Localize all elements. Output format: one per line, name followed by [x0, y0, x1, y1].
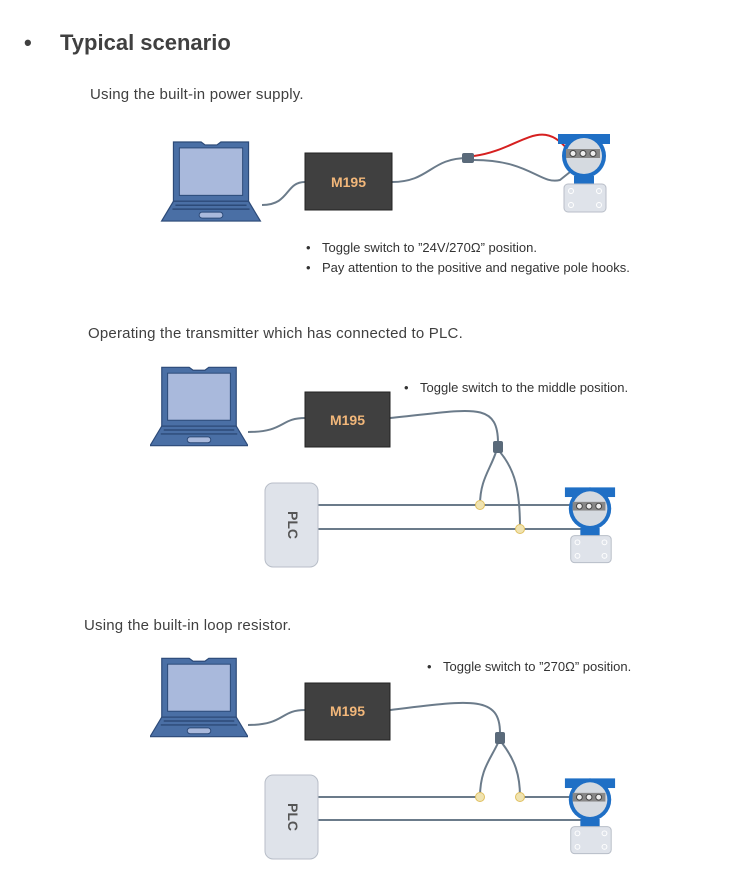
scenario-3-heading: Using the built-in loop resistor. [84, 617, 292, 634]
note-bullet: • [306, 260, 311, 275]
scenario-1-note-2: • Pay attention to the positive and negat… [306, 260, 630, 275]
red-wire [473, 133, 569, 157]
scenario-1-diagram [160, 133, 611, 222]
scenario-2-note-1: • Toggle switch to the middle position. [404, 380, 628, 395]
device-label: M195 [331, 174, 366, 190]
m195-device [304, 152, 393, 211]
lead-b [499, 451, 521, 530]
note-text: Pay attention to the positive and negati… [322, 260, 630, 275]
note-text: Toggle switch to ”24V/270Ω” position. [322, 240, 537, 255]
scenario-3-note-1: • Toggle switch to ”270Ω” position. [427, 659, 631, 674]
scenario-3-diagram [150, 657, 616, 860]
note-bullet: • [306, 240, 311, 255]
scenario-1-heading: Using the built-in power supply. [90, 86, 304, 103]
lead-a [479, 451, 497, 506]
title-bullet: • [24, 30, 32, 55]
usb-cable [247, 709, 306, 726]
cable-connector [493, 441, 503, 453]
lead-b [501, 742, 521, 798]
transmitter-icon [564, 777, 616, 855]
scenario-1-note-1: • Toggle switch to ”24V/270Ω” position. [306, 240, 537, 255]
plc-box [264, 482, 319, 568]
usb-cable [261, 181, 306, 206]
laptop-icon [150, 657, 248, 738]
lead-a [479, 742, 499, 798]
laptop-icon [160, 141, 262, 222]
plc-label: PLC [285, 511, 301, 539]
device-label: M195 [330, 412, 365, 428]
slide-title: • Typical scenario [24, 30, 231, 56]
plc-label: PLC [285, 803, 301, 831]
note-bullet: • [404, 380, 409, 395]
test-cable [389, 410, 499, 444]
m195-device [304, 391, 391, 448]
junction [515, 792, 525, 802]
junction [475, 500, 485, 510]
laptop-icon [150, 366, 248, 447]
title-text: Typical scenario [60, 30, 231, 55]
note-bullet: • [427, 659, 432, 674]
device-label: M195 [330, 703, 365, 719]
scenario-2-diagram [150, 366, 616, 568]
usb-cable [247, 417, 306, 433]
test-cable [391, 157, 469, 183]
transmitter-icon [557, 133, 611, 213]
junction [475, 792, 485, 802]
m195-device [304, 682, 391, 741]
note-text: Toggle switch to ”270Ω” position. [443, 659, 632, 674]
cable-connector [495, 732, 505, 744]
plc-box [264, 774, 319, 860]
junction [515, 524, 525, 534]
scenario-2-heading: Operating the transmitter which has conn… [88, 325, 463, 342]
note-text: Toggle switch to the middle position. [420, 380, 629, 395]
transmitter-icon [564, 486, 616, 564]
test-cable [389, 701, 501, 734]
black-wire [473, 159, 586, 182]
cable-connector [462, 153, 474, 163]
